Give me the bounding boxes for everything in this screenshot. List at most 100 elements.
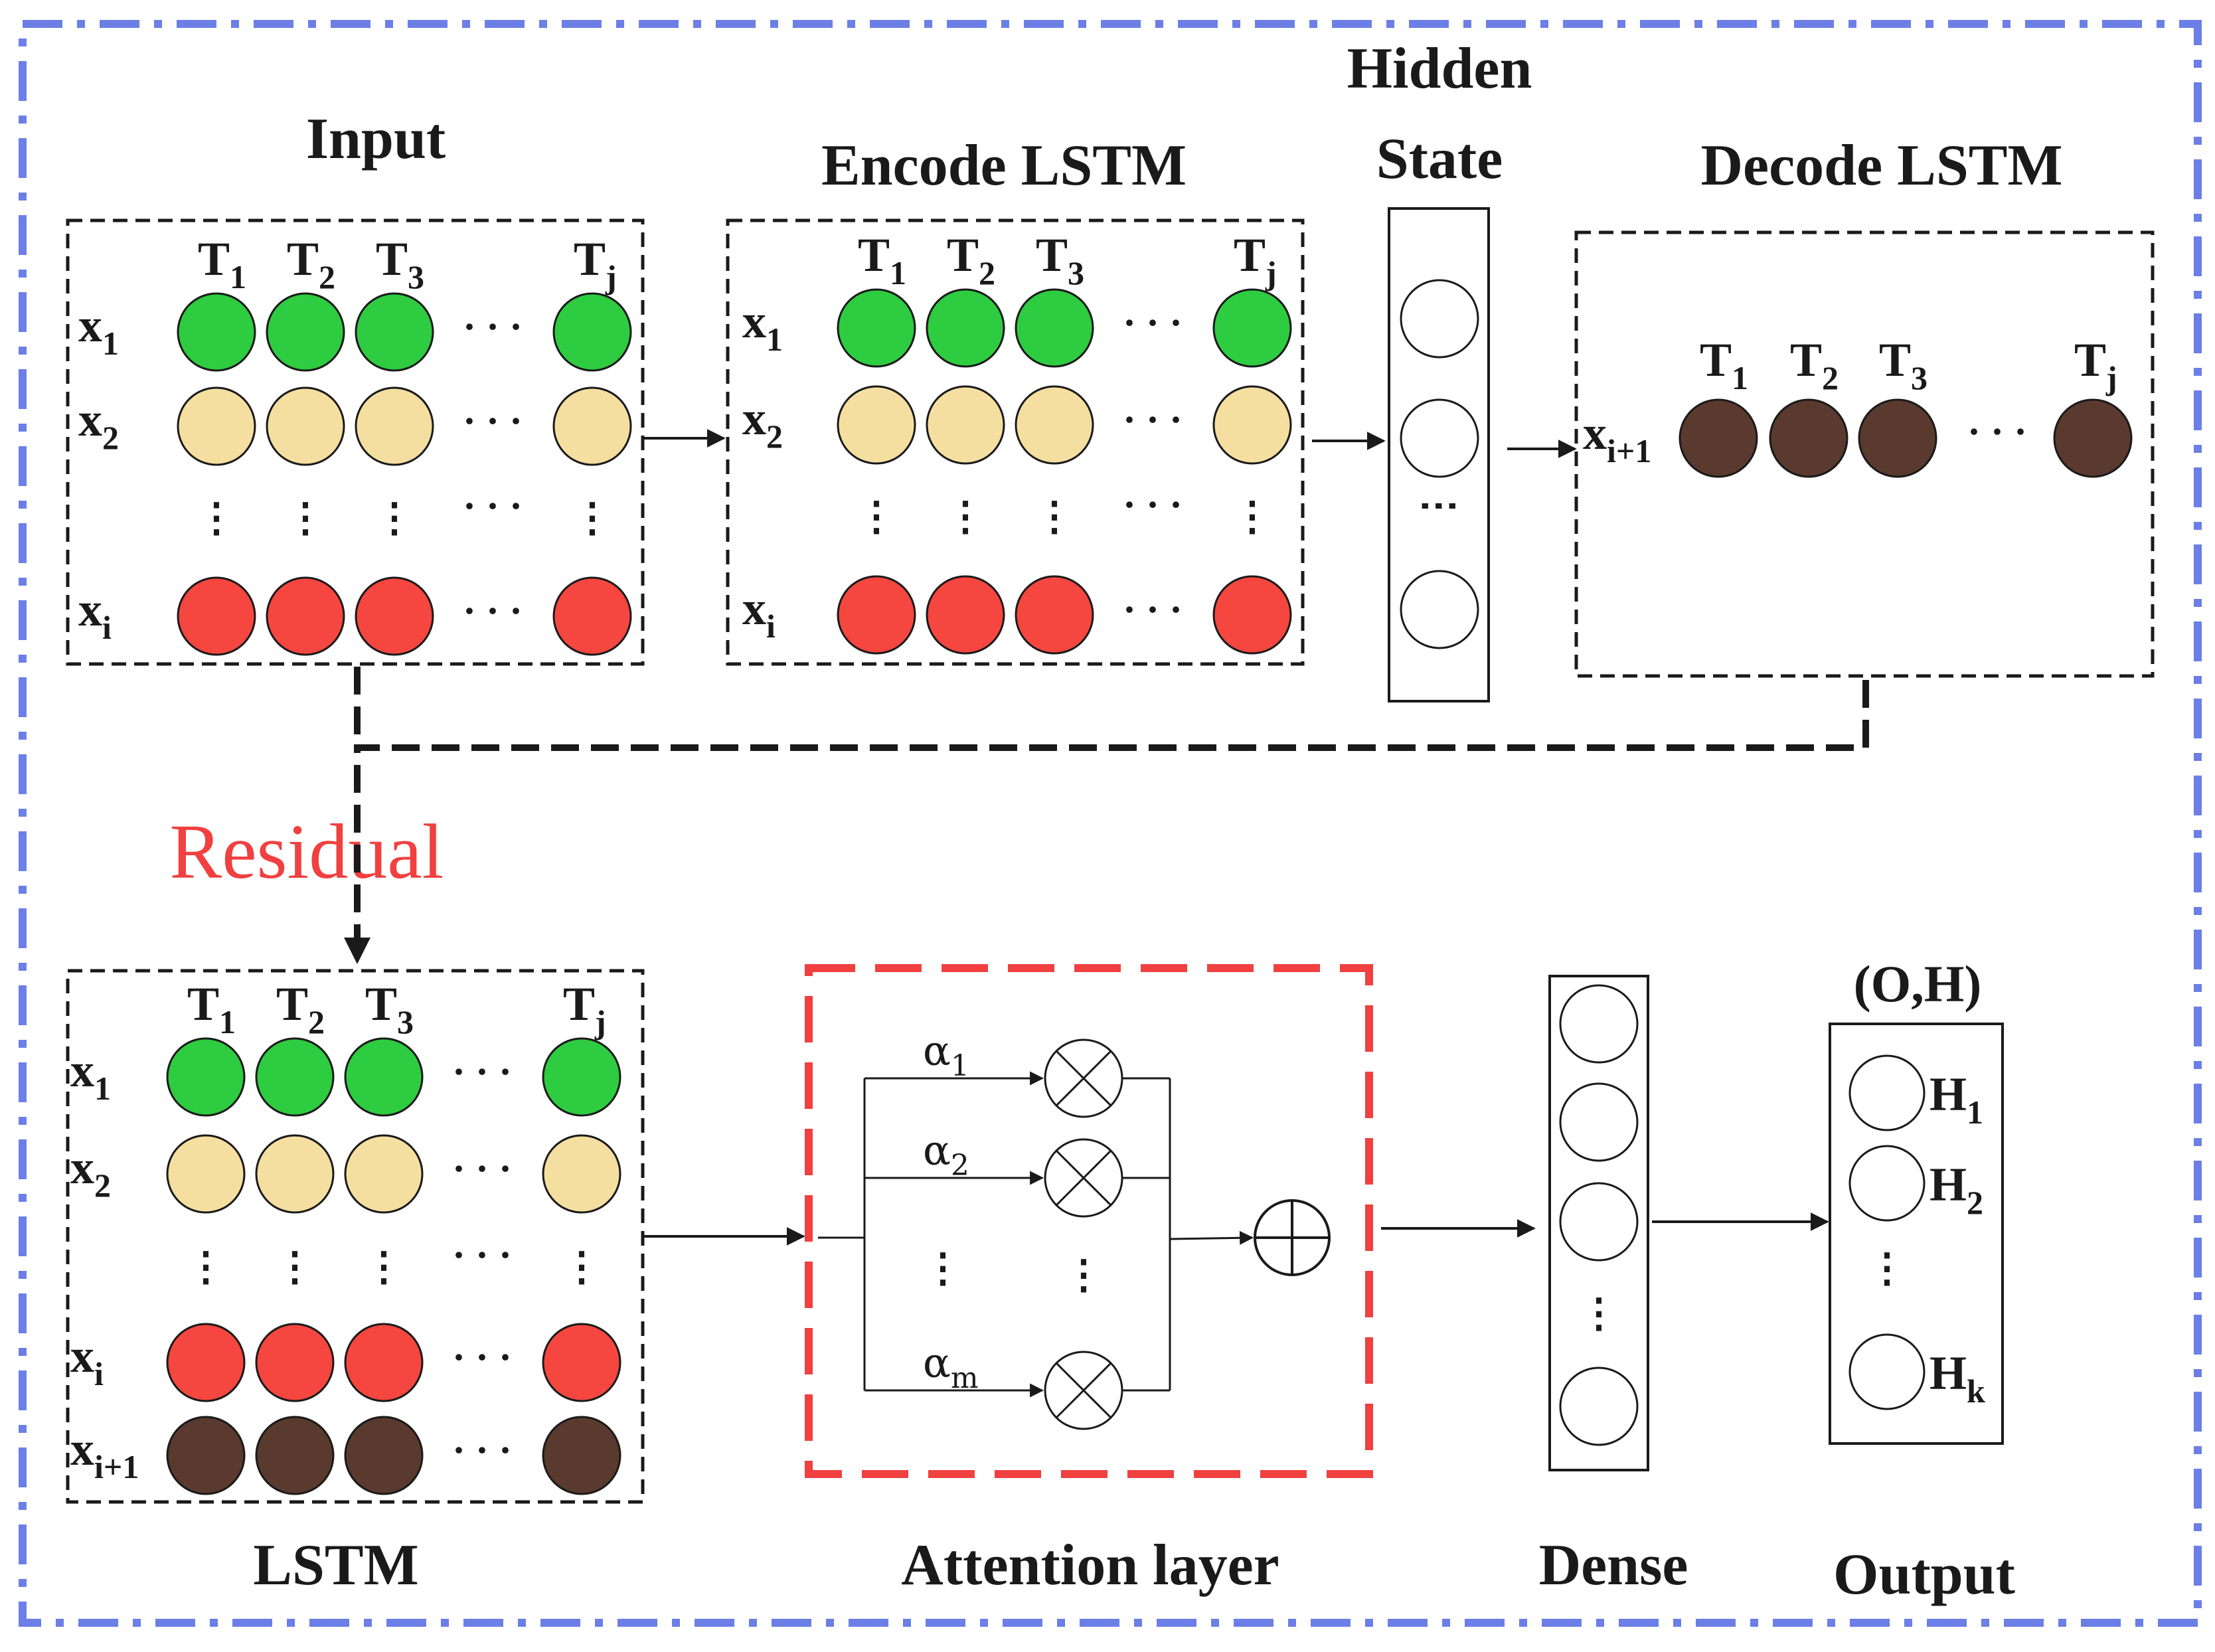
node-circle bbox=[266, 386, 345, 466]
hidden-node bbox=[1400, 398, 1479, 478]
column-vertical-ellipsis: ⋮ bbox=[572, 496, 612, 540]
node-circle bbox=[1015, 288, 1094, 368]
row-horizontal-ellipsis: · · · bbox=[1123, 483, 1183, 527]
time-step-label: T1 bbox=[198, 232, 246, 295]
column-vertical-ellipsis: ⋮ bbox=[945, 495, 985, 538]
alpha-labels: α1 α2 αm bbox=[923, 1027, 979, 1395]
row-horizontal-ellipsis: · · · bbox=[1967, 410, 2027, 454]
row-label: x2 bbox=[70, 1141, 111, 1204]
hidden-node bbox=[1400, 279, 1479, 359]
time-step-label: T3 bbox=[376, 232, 424, 295]
column-vertical-ellipsis: ⋮ bbox=[364, 1245, 404, 1289]
node-circle bbox=[355, 576, 434, 656]
dense-node bbox=[1559, 1082, 1639, 1162]
column-vertical-ellipsis: ⋮ bbox=[197, 496, 236, 540]
node-circle bbox=[542, 1416, 621, 1495]
multiply-vertical-ellipsis: ⋮ bbox=[1064, 1253, 1104, 1297]
row-label: xi+1 bbox=[1583, 406, 1651, 469]
node-circle bbox=[1212, 575, 1292, 655]
row-horizontal-ellipsis: · · · bbox=[1123, 301, 1183, 345]
node-circle bbox=[166, 1037, 246, 1117]
row-label: xi+1 bbox=[70, 1422, 139, 1485]
column-vertical-ellipsis: ⋮ bbox=[374, 496, 414, 540]
row-horizontal-ellipsis: · · · bbox=[463, 589, 523, 633]
encode-lstm-box bbox=[726, 218, 1305, 666]
node-circle bbox=[1015, 575, 1094, 655]
node-circle bbox=[177, 386, 256, 466]
output-node bbox=[1848, 1333, 1926, 1410]
row-label: xi bbox=[70, 1329, 104, 1392]
row-label: xi bbox=[742, 582, 776, 645]
node-circle bbox=[266, 292, 345, 372]
time-step-label: Tj bbox=[2074, 333, 2117, 396]
time-step-label: Tj bbox=[574, 232, 617, 295]
row-horizontal-ellipsis: · · · bbox=[463, 484, 523, 528]
node-circle bbox=[542, 1134, 621, 1214]
time-step-label: T2 bbox=[276, 977, 325, 1040]
attention-box bbox=[805, 964, 1373, 1478]
row-label: xi bbox=[78, 583, 112, 646]
node-circle bbox=[166, 1416, 246, 1495]
decode-row-label: xi+1 bbox=[1583, 406, 1651, 469]
node-circle bbox=[1015, 385, 1094, 465]
node-circle bbox=[542, 1037, 621, 1117]
node-circle bbox=[552, 386, 632, 466]
residual-label: Residual bbox=[170, 808, 444, 895]
output-node bbox=[1848, 1054, 1926, 1131]
hidden-state-title-line1: Hidden bbox=[1347, 37, 1532, 101]
dense-box bbox=[1548, 975, 1649, 1471]
row-label: x1 bbox=[78, 299, 119, 362]
output-node bbox=[1848, 1145, 1926, 1222]
column-vertical-ellipsis: ⋮ bbox=[286, 496, 325, 540]
node-circle bbox=[552, 292, 632, 372]
node-circle bbox=[1858, 398, 1937, 478]
node-circle bbox=[255, 1134, 335, 1214]
node-circle bbox=[255, 1037, 335, 1117]
multiply-node bbox=[1044, 1351, 1123, 1430]
multiply-node bbox=[1044, 1038, 1123, 1118]
dense-vertical-ellipsis: ⋮ bbox=[1579, 1291, 1619, 1335]
attention-layer-title: Attention layer bbox=[901, 1533, 1279, 1598]
outer-frame bbox=[19, 20, 2202, 1627]
decode-lstm-title: Decode LSTM bbox=[1700, 133, 2062, 198]
node-circle bbox=[926, 385, 1005, 465]
input-box bbox=[66, 218, 645, 666]
node-circle bbox=[542, 1323, 621, 1402]
time-step-label: T1 bbox=[187, 977, 236, 1040]
time-step-label: T3 bbox=[365, 977, 414, 1040]
alpha-vertical-ellipsis: ⋮ bbox=[923, 1246, 963, 1290]
column-vertical-ellipsis: ⋮ bbox=[562, 1245, 602, 1289]
node-circle bbox=[344, 1323, 424, 1402]
alpha-weight-label: α1 bbox=[923, 1027, 969, 1083]
node-circle bbox=[344, 1134, 424, 1214]
row-horizontal-ellipsis: · · · bbox=[452, 1147, 512, 1191]
output-vertical-ellipsis: ⋮ bbox=[1867, 1246, 1907, 1290]
hidden-state-title-line2: State bbox=[1376, 127, 1503, 191]
time-step-label: T1 bbox=[1700, 333, 1748, 396]
node-circle bbox=[552, 576, 632, 656]
node-circle bbox=[1769, 398, 1848, 478]
node-circle bbox=[177, 576, 256, 656]
dense-node bbox=[1559, 984, 1639, 1064]
node-circle bbox=[355, 386, 434, 466]
hidden-state-box bbox=[1388, 207, 1490, 702]
output-title: Output bbox=[1833, 1542, 2015, 1607]
time-step-label: T1 bbox=[858, 228, 906, 291]
input-title: Input bbox=[306, 107, 446, 171]
node-circle bbox=[166, 1134, 246, 1214]
time-step-label: T3 bbox=[1879, 333, 1928, 396]
time-step-label: Tj bbox=[1234, 228, 1277, 291]
node-circle bbox=[926, 575, 1005, 655]
hidden-vertical-ellipsis: ⋮ bbox=[1418, 486, 1461, 526]
alpha-weight-label: α2 bbox=[923, 1126, 969, 1183]
time-step-label: T2 bbox=[287, 232, 335, 295]
node-circle bbox=[344, 1416, 424, 1495]
row-horizontal-ellipsis: · · · bbox=[452, 1050, 512, 1094]
lstm-box bbox=[66, 969, 645, 1504]
time-step-label: Tj bbox=[563, 977, 606, 1040]
time-step-label: T2 bbox=[1790, 333, 1839, 396]
alpha-weight-label: αm bbox=[923, 1339, 979, 1395]
column-vertical-ellipsis: ⋮ bbox=[1232, 495, 1272, 538]
